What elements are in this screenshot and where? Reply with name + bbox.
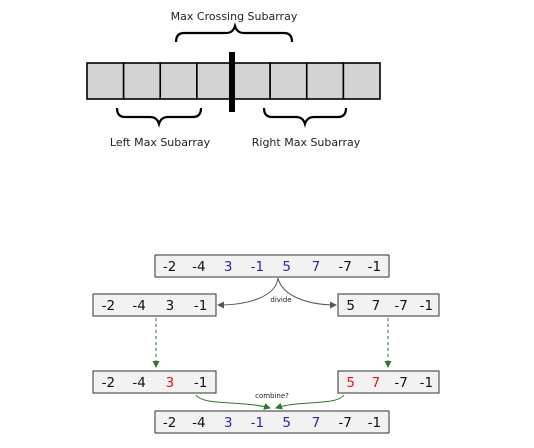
divide-arrows: divide — [217, 277, 337, 309]
array-cell — [159, 62, 198, 100]
array-left-result: -2 -4 3 -1 — [92, 370, 217, 394]
array-value: -1 — [194, 375, 207, 391]
left-brace — [115, 107, 203, 128]
array-value: 5 — [282, 259, 291, 275]
array-value: 5 — [346, 375, 355, 391]
array-value: -4 — [192, 415, 205, 431]
array-box — [154, 254, 390, 278]
recursion-arrows — [152, 318, 392, 368]
array-value: -2 — [163, 415, 176, 431]
array-value: 3 — [224, 415, 233, 431]
array-value: -7 — [394, 375, 407, 391]
array-value: -7 — [338, 415, 351, 431]
array-left-half: -2 -4 3 -1 — [92, 293, 217, 317]
crossing-brace — [174, 22, 294, 43]
array-value: -2 — [102, 375, 115, 391]
combine-arrow-right — [275, 394, 345, 410]
array-value: -7 — [338, 259, 351, 275]
right-brace — [262, 107, 348, 128]
left-label: Left Max Subarray — [110, 136, 211, 149]
array-value: -2 — [163, 259, 176, 275]
array-value: 7 — [372, 375, 381, 391]
array-cell — [269, 62, 308, 100]
array-value: -1 — [420, 298, 433, 314]
array-value: -4 — [192, 259, 205, 275]
combine-arrows: combine? — [195, 392, 345, 410]
array-box — [154, 410, 390, 434]
array-value: 3 — [224, 259, 233, 275]
crossing-label: Max Crossing Subarray — [171, 10, 298, 23]
array-box — [92, 370, 217, 394]
array-value: -7 — [394, 298, 407, 314]
array-value: -4 — [132, 298, 145, 314]
middle-divider — [229, 52, 235, 112]
array-value: -1 — [368, 259, 381, 275]
divide-arrow-left — [217, 277, 279, 309]
array-right-result: 5 7 -7 -1 — [337, 370, 440, 394]
array-value: 7 — [372, 298, 381, 314]
array-value: -1 — [251, 415, 264, 431]
array-value: 3 — [166, 298, 175, 314]
array-box — [337, 293, 440, 317]
array-value: -1 — [251, 259, 264, 275]
array-value: -4 — [132, 375, 145, 391]
array-box — [92, 293, 217, 317]
divide-label: divide — [270, 296, 291, 304]
array-cell — [305, 62, 345, 100]
array-cell — [232, 62, 271, 100]
array-cell — [196, 62, 235, 100]
array-value: -1 — [420, 375, 433, 391]
top-array-diagram: Max Crossing Subarray Left Max Subarray … — [86, 10, 381, 149]
divide-arrow-right — [277, 277, 337, 309]
array-value: -1 — [368, 415, 381, 431]
array-cell — [86, 62, 125, 100]
top-array-cells — [86, 62, 381, 100]
array-value: -2 — [102, 298, 115, 314]
array-cell — [122, 62, 162, 100]
array-right-half: 5 7 -7 -1 — [337, 293, 440, 317]
array-value: 5 — [346, 298, 355, 314]
array-original: -2 -4 3 -1 5 7 -7 -1 — [154, 254, 390, 278]
array-value: 7 — [312, 415, 321, 431]
right-label: Right Max Subarray — [252, 136, 361, 149]
combine-arrow-left — [195, 394, 271, 410]
array-value: 7 — [312, 259, 321, 275]
combine-label: combine? — [255, 392, 289, 400]
array-box — [337, 370, 440, 394]
array-combined: -2 -4 3 -1 5 7 -7 -1 — [154, 410, 390, 434]
array-value: 5 — [282, 415, 291, 431]
array-value: -1 — [194, 298, 207, 314]
array-value: 3 — [166, 375, 175, 391]
array-cell — [342, 62, 381, 100]
